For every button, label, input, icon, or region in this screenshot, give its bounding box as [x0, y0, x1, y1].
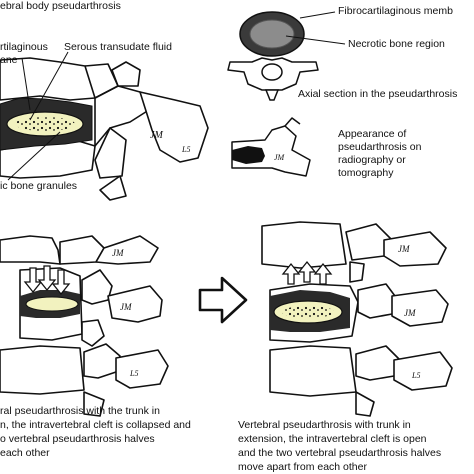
extension-caption-line4: move apart from each other	[238, 461, 367, 473]
flexion-cleft-fluid	[25, 296, 79, 312]
flexion-caption-line1: ral pseudarthrosis with the trunk in	[0, 405, 160, 417]
appearance-label-line3: radiography or	[338, 154, 406, 166]
top-left-vertebral-drawing	[0, 57, 209, 201]
cartilaginous-label-line1: rtilaginous	[0, 41, 48, 53]
extension-caption-line1: Vertebral pseudarthrosis with trunk in	[238, 419, 411, 431]
transition-arrow-icon	[198, 276, 248, 324]
extension-caption-line2: extension, the intravertebral cleft is o…	[238, 433, 427, 445]
compression-arrows	[23, 265, 71, 296]
serous-fluid-label: Serous transudate fluid	[64, 41, 172, 53]
necrotic-region-label: Necrotic bone region	[348, 38, 445, 50]
top-title-label: ebral body pseudarthrosis	[0, 0, 121, 12]
extension-mark-top: JM	[398, 244, 410, 254]
distraction-arrows	[281, 260, 333, 285]
flexion-caption-line3: o vertebral pseudarthrosis halves	[0, 433, 155, 445]
top-left-mark-jm: JM	[150, 130, 163, 141]
flexion-vertebral-drawing	[0, 235, 169, 417]
flexion-mark-mid: JM	[120, 302, 132, 312]
flexion-caption-line4: each other	[0, 447, 50, 459]
fibrocartilaginous-label: Fibrocartilaginous memb	[338, 5, 453, 17]
cartilaginous-label-line2: ane	[0, 54, 18, 66]
flexion-mark-top: JM	[112, 248, 124, 258]
extension-caption-line3: and the two vertebral pseudarthrosis hal…	[238, 447, 442, 459]
appearance-label-line2: pseudarthrosis on	[338, 141, 422, 153]
necrotic-bone-region	[249, 19, 295, 49]
bone-granules	[15, 117, 75, 131]
appearance-label-line1: Appearance of	[338, 128, 407, 140]
top-left-mark-l5: L5	[181, 145, 190, 154]
radiograph-cleft	[232, 146, 265, 164]
appearance-label-line4: tomography	[338, 167, 394, 179]
top-left-pointer-lines	[7, 51, 69, 181]
axial-section-label: Axial section in the pseudarthrosis	[298, 88, 458, 100]
extension-bone-granules	[282, 306, 334, 318]
radiograph-appearance-drawing	[231, 117, 311, 177]
axial-pointer-lines	[285, 11, 346, 45]
axial-section-drawing	[227, 11, 319, 101]
flexion-caption-line2: n, the intravertebral cleft is collapsed…	[0, 419, 191, 431]
extension-mark-bottom: L5	[411, 371, 420, 380]
extension-mark-mid: JM	[404, 308, 416, 318]
flexion-mark-bottom: L5	[129, 369, 138, 378]
bone-granules-label: ic bone granules	[0, 180, 78, 192]
radiograph-mark: JM	[274, 153, 286, 162]
